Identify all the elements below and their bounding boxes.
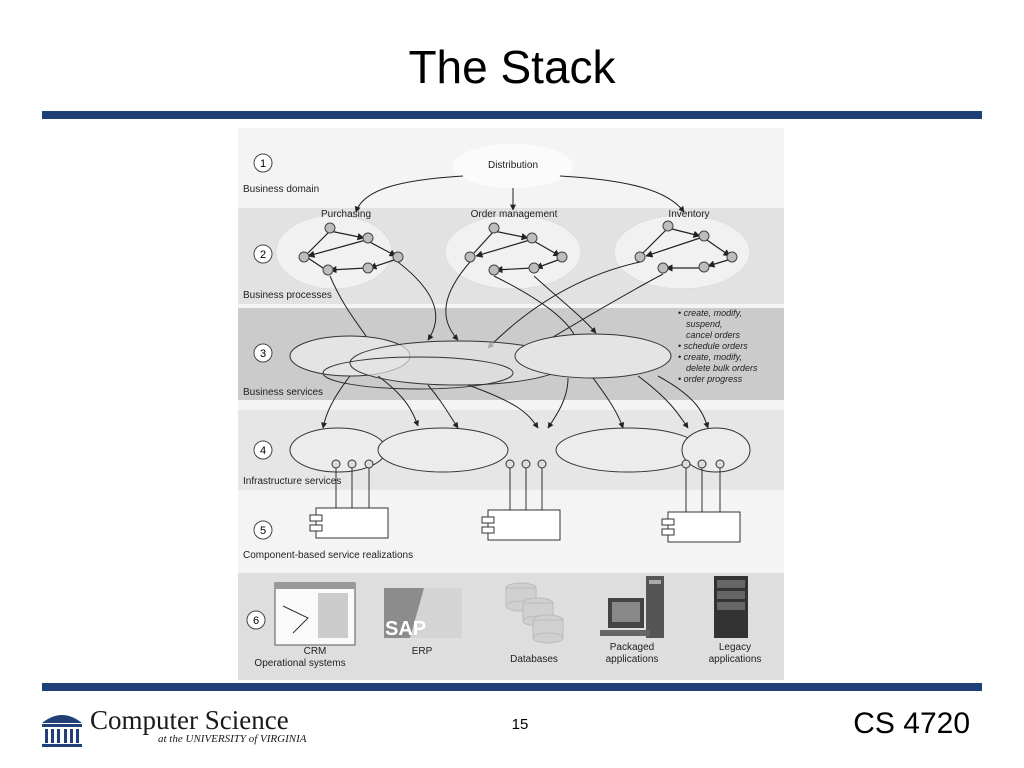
svg-text:4: 4: [260, 445, 266, 457]
layer-label-infrastructure-services: Infrastructure services: [243, 476, 341, 487]
top-rule: [42, 111, 982, 119]
layer-number-5: 5: [253, 520, 273, 540]
svg-text:Operational systems: Operational systems: [254, 658, 345, 669]
layer-label-business-domain: Business domain: [243, 184, 319, 195]
svg-text:• schedule orders: • schedule orders: [678, 341, 748, 351]
svg-text:Databases: Databases: [510, 654, 558, 665]
layer-label-business-services: Business services: [243, 387, 323, 398]
svg-text:6: 6: [253, 615, 259, 627]
svg-text:CRM: CRM: [304, 646, 327, 657]
logo-subtitle: at the UNIVERSITY of VIRGINIA: [158, 733, 307, 745]
distribution-cloud: [453, 144, 573, 188]
packaged-applications-icon: [600, 576, 664, 638]
layer-label-business-processes: Business processes: [243, 290, 332, 301]
svg-text:Legacy: Legacy: [719, 642, 751, 653]
process-graph-purchasing: [307, 230, 397, 274]
svg-text:• create, modify,: • create, modify,: [678, 308, 742, 318]
databases-icon: [505, 582, 564, 644]
svg-text:• create, modify,: • create, modify,: [678, 352, 742, 362]
process-nodes-inventory: [634, 220, 738, 274]
svg-text:ERP: ERP: [412, 646, 433, 657]
soa-stack-diagram: 1 2 3 4 5 6 Business domain Business pro…: [238, 128, 784, 680]
process-label-purchasing: Purchasing: [321, 209, 371, 220]
svg-text:• order progress: • order progress: [678, 374, 743, 384]
distribution-label: Distribution: [488, 160, 538, 171]
layer-number-4: 4: [253, 440, 273, 460]
process-graph-inventory: [642, 227, 731, 272]
process-label-inventory: Inventory: [668, 209, 709, 220]
cs-uva-logo: Computer Science at the UNIVERSITY of VI…: [40, 703, 340, 751]
svg-text:3: 3: [260, 348, 266, 360]
slide-title: The Stack: [408, 41, 616, 93]
process-nodes-purchasing: [298, 222, 404, 276]
course-code: CS 4720: [853, 707, 970, 740]
sap-logo-icon: SAP: [384, 588, 462, 640]
layer-number-6: 6: [246, 610, 266, 630]
process-graph-order-management: [473, 230, 561, 274]
layer-label-component-realizations: Component-based service realizations: [243, 550, 413, 561]
interface-lollipops: [331, 459, 725, 469]
process-ellipse-inventory: [613, 214, 751, 290]
page-number: 15: [511, 716, 529, 733]
svg-text:Packaged: Packaged: [610, 642, 654, 653]
service-infra-arrows: [321, 375, 710, 429]
process-label-order-management: Order management: [471, 209, 558, 220]
layer-number-3: 3: [253, 343, 273, 363]
svg-text:suspend,: suspend,: [686, 319, 723, 329]
layer-number-2: 2: [253, 244, 273, 264]
svg-text:cancel orders: cancel orders: [686, 330, 741, 340]
svg-text:applications: applications: [606, 654, 659, 665]
service-operations-list: • create, modify, suspend, cancel orders…: [678, 308, 758, 384]
process-ellipse-order-management: [444, 214, 582, 290]
svg-text:5: 5: [260, 525, 266, 537]
component-connectors: [335, 468, 721, 512]
operational-system-labels: CRM ERP Databases Packaged applications …: [254, 642, 761, 669]
legacy-applications-icon: [714, 576, 748, 638]
crm-screenshot-icon: [274, 582, 356, 646]
svg-text:delete bulk orders: delete bulk orders: [686, 363, 758, 373]
rotunda-icon: [42, 715, 82, 747]
bottom-rule: [42, 683, 982, 691]
process-nodes-order-management: [464, 222, 568, 276]
domain-arrows: [354, 175, 685, 213]
svg-text:2: 2: [260, 249, 266, 261]
component-boxes: [309, 507, 741, 543]
svg-text:1: 1: [260, 158, 266, 170]
svg-text:applications: applications: [709, 654, 762, 665]
svg-text:SAP: SAP: [385, 618, 426, 640]
logo-name: Computer Science: [90, 705, 289, 735]
layer-number-1: 1: [253, 153, 273, 173]
